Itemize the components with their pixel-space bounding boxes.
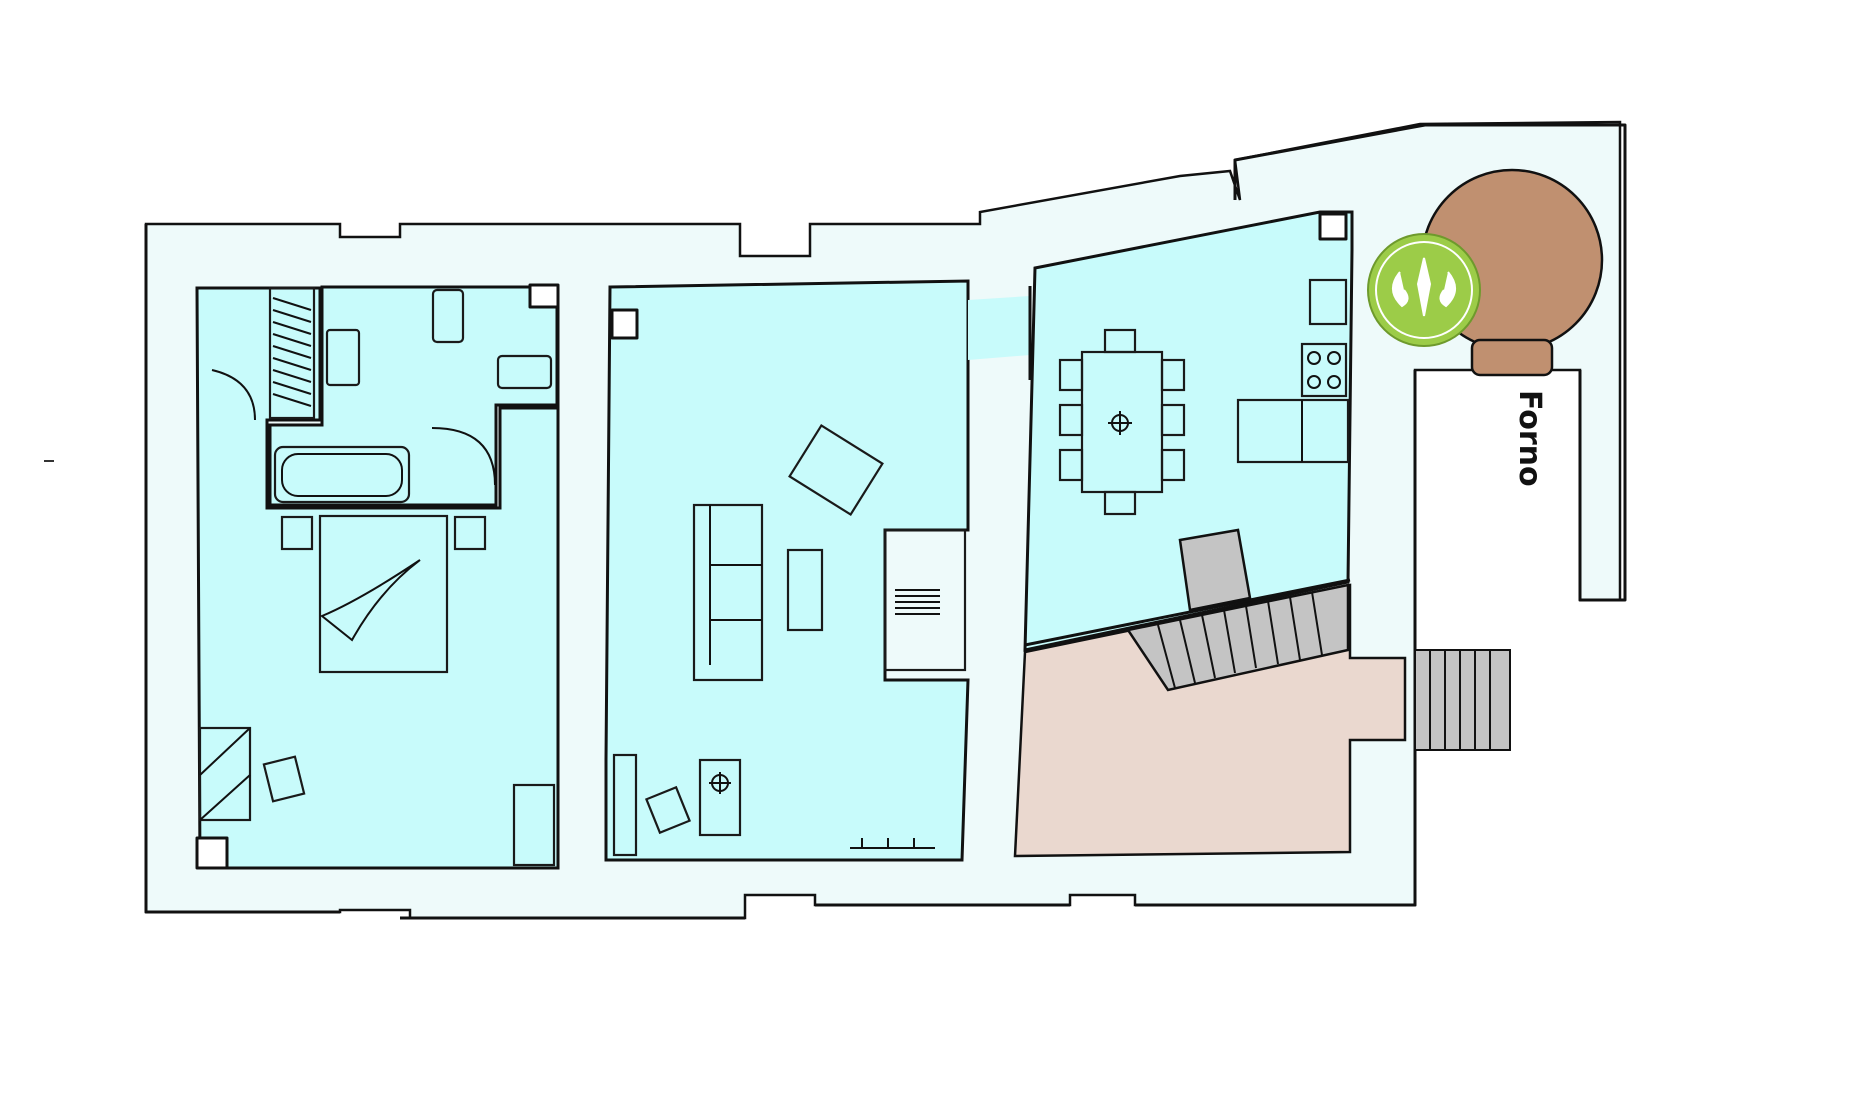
wardrobe-hangers [272,297,312,407]
nightstand-right [453,515,487,551]
bed-duvet [320,559,421,642]
fireplace-grate [895,589,940,615]
toilet [431,288,465,344]
pillar-kitchen [1318,212,1348,241]
table-center-icon [1108,411,1132,435]
interior-walls [195,212,1351,870]
stove [1300,342,1348,398]
sink [325,328,361,387]
wall-kitchen-stairs [1024,578,1351,647]
outer-wall-line [144,123,1627,920]
entry-steps-lines [1429,650,1491,750]
kitchen-floor [1023,210,1354,652]
side-cabinet [612,753,638,857]
sofa [692,503,764,682]
pillar-bedroom [195,836,229,870]
coffee-table [786,548,824,632]
bedroom-door-swing [211,369,256,421]
radiator [850,838,935,849]
bathtub [273,445,411,504]
compass-rose-icon [709,772,731,794]
corridor-floor [968,296,1030,360]
rooms [195,210,1354,870]
desk [512,783,556,867]
wardrobe [268,286,316,420]
pillar-living [610,308,639,340]
logo-emblem-icon [1367,233,1481,347]
main-staircase [1125,583,1350,692]
kitchen-furniture [1058,278,1350,612]
living-furniture [612,423,967,857]
dining-chairs [1058,328,1186,516]
bathroom-fixtures [273,288,553,504]
bathtub-inner [281,453,403,497]
exterior-steps [1414,649,1511,751]
nightstand-left [280,515,314,551]
double-bed [318,514,449,674]
stove-burners [1307,351,1341,389]
bedroom-furniture [198,286,556,867]
bidet [496,354,553,390]
pillar-bath [528,283,560,309]
reading-chair [644,785,692,835]
fireplace [883,528,967,672]
reading-table [698,758,742,837]
sofa-cushions [709,505,762,665]
armchair [788,423,884,517]
bedroom-shelf-cross [199,727,251,821]
oven-mouth [1470,338,1554,377]
stair-core [1178,528,1252,612]
bath-door-swing [431,427,496,486]
fridge [1308,278,1348,326]
staircase-lines [1157,591,1323,689]
bedroom-chair [262,755,306,803]
forno-label: Forno [1512,390,1547,487]
kitchen-counter [1236,398,1350,464]
